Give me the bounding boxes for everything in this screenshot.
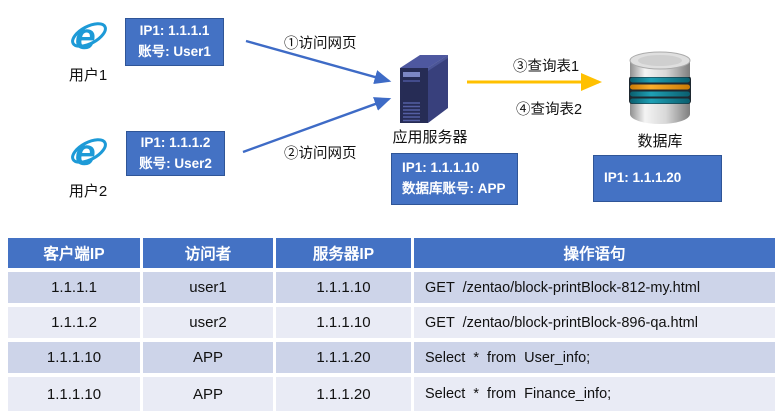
cell-statement: Select * from Finance_info; (414, 377, 775, 411)
arrow1-label: ①访问网页 (284, 36, 357, 52)
svg-text:e: e (75, 16, 96, 57)
cell-client-ip: 1.1.1.2 (8, 307, 140, 338)
ie-browser-icon: e (70, 11, 108, 61)
col-header-visitor: 访问者 (143, 238, 273, 268)
access-log-table: 客户端IP 访问者 服务器IP 操作语句 1.1.1.1 user1 1.1.1… (8, 238, 775, 411)
cell-statement: Select * from User_info; (414, 342, 775, 373)
user2-label: 用户2 (68, 183, 108, 200)
cell-visitor: user1 (143, 272, 273, 303)
table-row: 1.1.1.10 APP 1.1.1.20 Select * from Fina… (8, 377, 775, 411)
cell-statement: GET /zentao/block-printBlock-812-my.html (414, 272, 775, 303)
user1-label: 用户1 (68, 67, 108, 84)
arrow2-label: ②访问网页 (284, 146, 357, 162)
cell-server-ip: 1.1.1.20 (276, 342, 411, 373)
cell-statement: GET /zentao/block-printBlock-896-qa.html (414, 307, 775, 338)
cell-client-ip: 1.1.1.10 (8, 377, 140, 411)
cell-client-ip: 1.1.1.1 (8, 272, 140, 303)
svg-text:e: e (75, 132, 96, 173)
table-row: 1.1.1.2 user2 1.1.1.10 GET /zentao/block… (8, 307, 775, 338)
app-server-label: 应用服务器 (392, 129, 468, 146)
user2-info-box: IP1: 1.1.1.2 账号: User2 (126, 131, 225, 176)
server-tower-icon (396, 50, 458, 125)
cell-client-ip: 1.1.1.10 (8, 342, 140, 373)
database-ip: IP1: 1.1.1.20 (604, 170, 682, 186)
user1-info-box: IP1: 1.1.1.1 账号: User1 (125, 18, 224, 66)
app-server-ip: IP1: 1.1.1.10 (402, 160, 480, 176)
user2-ip: IP1: 1.1.1.2 (140, 134, 211, 150)
cell-server-ip: 1.1.1.20 (276, 377, 411, 411)
table-row: 1.1.1.10 APP 1.1.1.20 Select * from User… (8, 342, 775, 373)
database-info-box: IP1: 1.1.1.20 (593, 155, 722, 202)
col-header-server-ip: 服务器IP (276, 238, 411, 268)
database-cylinder-icon (618, 50, 702, 128)
database-label: 数据库 (637, 133, 683, 150)
cell-server-ip: 1.1.1.10 (276, 272, 411, 303)
col-header-client-ip: 客户端IP (8, 238, 140, 268)
arrow4-label: ④查询表2 (516, 102, 583, 118)
arrow3-label: ③查询表1 (513, 59, 580, 75)
table-header-row: 客户端IP 访问者 服务器IP 操作语句 (8, 238, 775, 268)
cell-visitor: user2 (143, 307, 273, 338)
app-server-db-account: 数据库账号: APP (402, 181, 506, 196)
user2-account: 账号: User2 (139, 155, 212, 171)
cell-visitor: APP (143, 342, 273, 373)
col-header-statement: 操作语句 (414, 238, 775, 268)
table-row: 1.1.1.1 user1 1.1.1.10 GET /zentao/block… (8, 272, 775, 303)
ie-browser-icon: e (70, 127, 108, 177)
app-server-info-box: IP1: 1.1.1.10 数据库账号: APP (391, 153, 518, 205)
cell-visitor: APP (143, 377, 273, 411)
user1-account: 账号: User1 (138, 44, 211, 59)
cell-server-ip: 1.1.1.10 (276, 307, 411, 338)
user1-ip: IP1: 1.1.1.1 (139, 23, 210, 39)
